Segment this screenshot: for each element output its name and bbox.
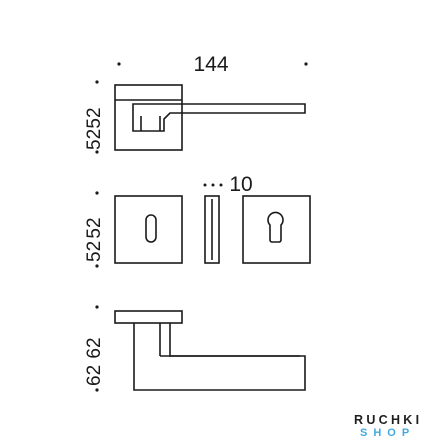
square-rose-outline — [114, 84, 183, 151]
dimension-dot — [211, 183, 215, 187]
rose-height-dimension-1: 52 — [84, 107, 105, 128]
rose-side-outline — [114, 310, 183, 324]
key-hole-icon — [145, 214, 157, 243]
dimension-dot — [95, 264, 99, 268]
key-escutcheon-outline — [114, 195, 183, 264]
handle-size-label: 62 — [84, 365, 105, 386]
escutcheon-width-dimension: 10 — [229, 173, 252, 196]
handle-height-dimension: 62 — [84, 337, 105, 358]
dimension-dot — [203, 183, 207, 187]
dimension-dot — [95, 191, 99, 195]
dimension-dot — [95, 388, 99, 392]
dimension-dot — [95, 80, 99, 84]
handle-on-rose-view: 144 52 52 — [84, 53, 308, 154]
rose-size-label: 52 — [84, 129, 105, 150]
dimension-dot — [304, 62, 308, 66]
dimension-dot — [95, 305, 99, 309]
escutcheons-view: 10 52 52 — [84, 173, 311, 268]
lever-handle-side-outline — [133, 323, 306, 391]
rose-height-dimension-2: 52 — [84, 217, 105, 238]
dimension-dot — [219, 183, 223, 187]
dimension-dot — [95, 150, 99, 154]
brand-logo-line1: RUCHKI — [354, 413, 423, 427]
handle-length-dimension: 144 — [193, 53, 228, 76]
lever-handle-top-outline — [132, 103, 306, 132]
cylinder-hole-icon — [267, 211, 284, 243]
rose-size-label: 52 — [84, 241, 105, 262]
handle-side-view: 62 62 — [84, 305, 306, 392]
dimension-dot — [117, 62, 121, 66]
brand-logo-line2: SHOP — [360, 427, 416, 439]
cylinder-escutcheon-outline — [242, 195, 311, 264]
escutcheon-side-outline — [204, 195, 220, 264]
